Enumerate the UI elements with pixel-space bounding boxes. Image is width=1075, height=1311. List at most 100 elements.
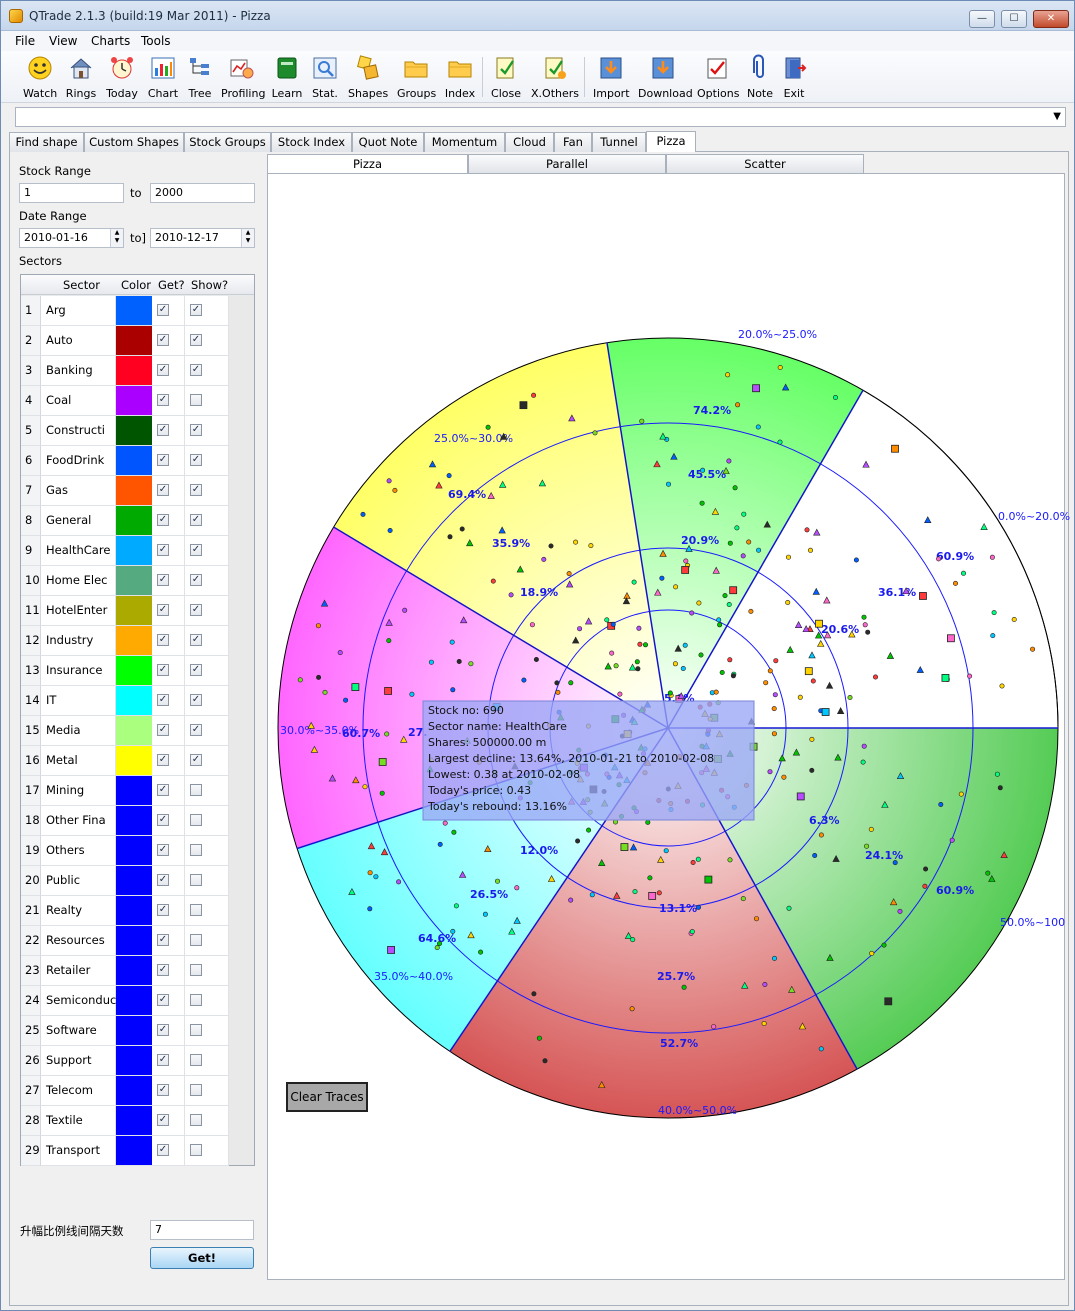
stock-marker[interactable] [446, 473, 452, 479]
stock-marker[interactable] [531, 991, 537, 997]
stock-marker[interactable] [577, 626, 583, 632]
stock-marker[interactable] [362, 784, 368, 790]
stock-marker[interactable] [722, 466, 730, 474]
stock-marker[interactable] [677, 692, 685, 700]
stock-marker[interactable] [529, 622, 535, 628]
command-combobox[interactable]: ▼ [15, 107, 1066, 127]
sector-color-swatch[interactable] [116, 1106, 152, 1136]
stock-marker[interactable] [659, 432, 667, 440]
sector-name[interactable]: Metal [41, 746, 116, 776]
stock-marker[interactable] [629, 843, 638, 851]
stock-marker[interactable] [881, 942, 887, 948]
stock-marker[interactable] [884, 997, 893, 1006]
stock-marker[interactable] [798, 1022, 807, 1030]
stock-marker[interactable] [508, 927, 516, 935]
stock-marker[interactable] [924, 516, 932, 524]
show-checkbox[interactable] [190, 1144, 202, 1156]
toolbar-stat-button[interactable]: Stat. [311, 55, 339, 101]
stock-marker[interactable] [804, 667, 813, 676]
stock-marker[interactable] [659, 549, 667, 557]
stock-marker[interactable] [478, 949, 484, 955]
stock-marker[interactable] [781, 383, 790, 391]
get-checkbox[interactable]: ✓ [157, 394, 169, 406]
toolbar-import-button[interactable]: Import [593, 55, 630, 101]
sector-color-swatch[interactable] [116, 1016, 152, 1046]
stock-marker[interactable] [897, 908, 903, 914]
stock-marker[interactable] [516, 565, 524, 573]
stock-marker[interactable] [386, 478, 392, 484]
toolbar-watch-button[interactable]: Watch [23, 55, 57, 101]
col-get[interactable]: Get? [158, 278, 185, 292]
stock-marker[interactable] [941, 673, 950, 682]
sector-name[interactable]: Others [41, 836, 116, 866]
tab-custom-shapes[interactable]: Custom Shapes [84, 132, 184, 152]
sector-color-swatch[interactable] [116, 476, 152, 506]
stock-marker[interactable] [498, 480, 507, 488]
get-checkbox[interactable]: ✓ [157, 1084, 169, 1096]
stock-marker[interactable] [695, 904, 701, 910]
stock-marker[interactable] [495, 878, 501, 884]
minimize-button[interactable]: — [969, 10, 995, 28]
stock-marker[interactable] [752, 384, 760, 393]
stock-marker[interactable] [823, 596, 831, 604]
show-checkbox[interactable]: ✓ [190, 544, 202, 556]
stock-marker[interactable] [755, 424, 761, 430]
stock-marker[interactable] [521, 677, 527, 683]
stock-marker[interactable] [598, 859, 606, 866]
stock-marker[interactable] [367, 870, 373, 876]
stock-marker[interactable] [802, 625, 810, 633]
stock-marker[interactable] [994, 771, 1000, 777]
stock-marker[interactable] [635, 666, 641, 672]
show-checkbox[interactable]: ✓ [190, 424, 202, 436]
stock-marker[interactable] [670, 452, 678, 460]
stock-marker[interactable] [988, 874, 996, 882]
get-checkbox[interactable]: ✓ [157, 484, 169, 496]
stock-marker[interactable] [456, 658, 462, 664]
stock-marker[interactable] [761, 1020, 767, 1026]
date-to-input[interactable]: 2010-12-17▲▼ [150, 228, 255, 248]
stock-marker[interactable] [386, 638, 392, 644]
stock-marker[interactable] [513, 916, 521, 924]
toolbar-shapes-button[interactable]: Shapes [348, 55, 388, 101]
show-checkbox[interactable]: ✓ [190, 754, 202, 766]
date-from-spinner[interactable]: ▲▼ [110, 229, 123, 247]
sector-color-swatch[interactable] [116, 416, 152, 446]
stock-marker[interactable] [648, 892, 657, 900]
subtab-scatter[interactable]: Scatter [666, 154, 864, 174]
stock-marker[interactable] [886, 651, 895, 659]
stock-marker[interactable] [814, 631, 823, 639]
stock-marker[interactable] [482, 911, 488, 917]
gap-days-input[interactable]: 7 [150, 1220, 254, 1240]
stock-marker[interactable] [434, 945, 440, 951]
sector-color-swatch[interactable] [116, 866, 152, 896]
stock-marker[interactable] [786, 905, 792, 911]
stock-marker[interactable] [725, 372, 731, 378]
sector-color-swatch[interactable] [116, 836, 152, 866]
stock-marker[interactable] [727, 857, 733, 863]
stock-marker[interactable] [571, 636, 580, 644]
stock-marker[interactable] [746, 539, 752, 545]
stock-marker[interactable] [807, 547, 813, 553]
sector-color-swatch[interactable] [116, 536, 152, 566]
tab-cloud[interactable]: Cloud [505, 132, 554, 152]
stock-marker[interactable] [797, 694, 803, 700]
stock-marker[interactable] [589, 892, 595, 898]
stock-marker[interactable] [636, 625, 642, 631]
get-checkbox[interactable]: ✓ [157, 1054, 169, 1066]
stock-marker[interactable] [657, 855, 665, 863]
stock-marker[interactable] [322, 689, 328, 695]
stock-marker[interactable] [777, 365, 783, 371]
stock-marker[interactable] [459, 616, 468, 624]
show-checkbox[interactable]: ✓ [190, 634, 202, 646]
stock-to-input[interactable]: 2000 [150, 183, 255, 203]
stock-marker[interactable] [785, 554, 791, 560]
stock-marker[interactable] [727, 540, 733, 546]
stock-marker[interactable] [566, 571, 572, 577]
stock-marker[interactable] [531, 392, 537, 398]
show-checkbox[interactable]: ✓ [190, 724, 202, 736]
stock-marker[interactable] [767, 769, 773, 775]
subtab-parallel[interactable]: Parallel [468, 154, 666, 174]
stock-marker[interactable] [716, 617, 722, 623]
show-checkbox[interactable]: ✓ [190, 574, 202, 586]
